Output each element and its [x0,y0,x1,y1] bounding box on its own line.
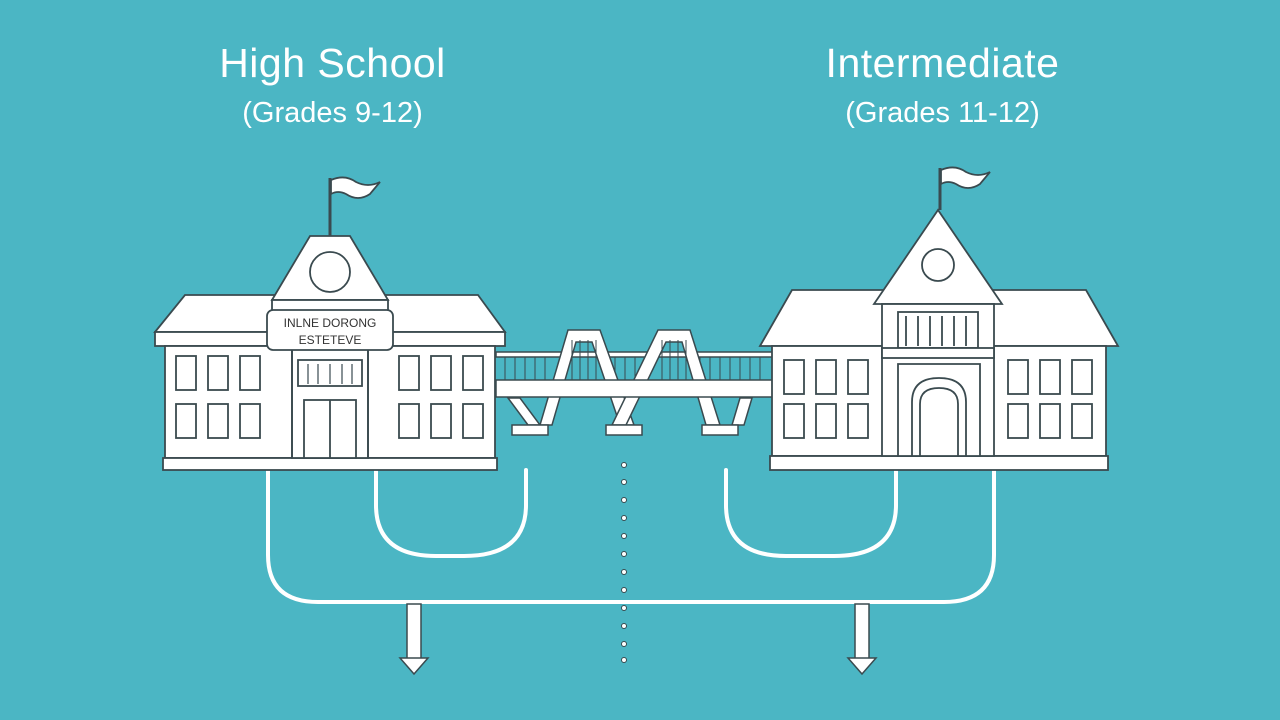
sign-line-2: ESTETEVE [299,333,362,347]
flow-lines [266,468,996,604]
sign-line-1: INLNE DORONG [284,316,377,330]
high-school-title: High School [219,40,446,86]
high-school-grades: (Grades 9‑12) [242,97,423,130]
right-u-curve [724,468,898,558]
high-school-building: INLNE DORONG ESTETEVE [153,176,507,471]
right-flag-icon [940,166,991,189]
right-down-arrow [846,603,878,676]
right-school-windows-right [1007,359,1093,439]
left-school-windows-right [398,355,484,439]
outer-flow-line [266,468,996,604]
left-u-curve [374,468,528,558]
left-flag-icon [330,176,381,199]
intermediate-grades: (Grades 11-12) [845,97,1040,130]
intermediate-heading: Intermediate (Grades 11-12) [770,40,1115,130]
intermediate-title: Intermediate [825,40,1060,86]
dotted-center-line [621,462,627,663]
left-down-arrow [398,603,430,676]
left-school-windows-left [175,355,261,439]
high-school-heading: High School (Grades 9‑12) [160,40,505,130]
intermediate-building [758,166,1120,471]
right-school-windows-left [783,359,869,439]
high-school-sign [266,309,394,351]
bridge [495,329,777,436]
